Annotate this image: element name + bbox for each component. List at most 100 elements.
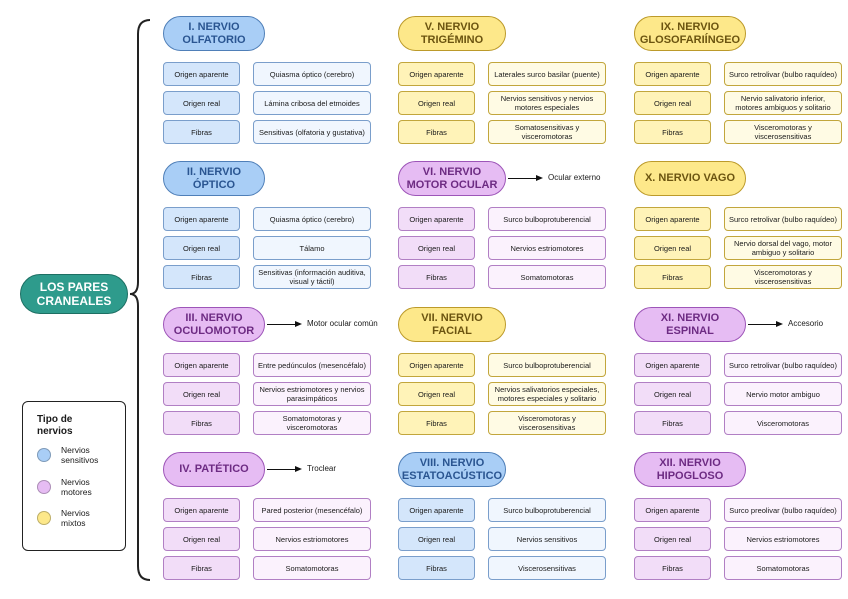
arrow-right-icon — [295, 466, 302, 472]
origen-real-label: Origen real — [163, 527, 240, 551]
fibras-label: Fibras — [163, 556, 240, 580]
fibras-value: Visceromotoras — [724, 411, 842, 435]
origen-aparente-value: Surco retrolivar (bulbo raquídeo) — [724, 207, 842, 231]
nerve-title: VIII. NERVIO ESTATOACÚSTICO — [398, 452, 506, 487]
origen-real-label: Origen real — [398, 527, 475, 551]
nerve-title: VII. NERVIO FACIAL — [398, 307, 506, 342]
origen-aparente-label: Origen aparente — [398, 207, 475, 231]
origen-real-label: Origen real — [634, 91, 711, 115]
origen-real-label: Origen real — [398, 236, 475, 260]
origen-real-label: Origen real — [398, 382, 475, 406]
origen-aparente-value: Quiasma óptico (cerebro) — [253, 207, 371, 231]
origen-real-label: Origen real — [634, 236, 711, 260]
origen-aparente-value: Laterales surco basilar (puente) — [488, 62, 606, 86]
origen-real-label: Origen real — [163, 91, 240, 115]
nerve-title: IV. PATÉTICO — [163, 452, 265, 487]
origen-aparente-value: Surco retrolivar (bulbo raquídeo) — [724, 62, 842, 86]
origen-aparente-label: Origen aparente — [163, 353, 240, 377]
nerve-alt-name: Motor ocular común — [307, 319, 378, 328]
origen-aparente-value: Quiasma óptico (cerebro) — [253, 62, 371, 86]
fibras-value: Viscerosensitivas — [488, 556, 606, 580]
origen-real-label: Origen real — [634, 527, 711, 551]
legend-item: Nervios mixtos — [37, 508, 123, 534]
nerve-title: V. NERVIO TRIGÉMINO — [398, 16, 506, 51]
legend-label: Nervios sensitivos — [61, 445, 99, 465]
fibras-value: Somatomotoras — [488, 265, 606, 289]
nerve-title: X. NERVIO VAGO — [634, 161, 746, 196]
fibras-label: Fibras — [398, 120, 475, 144]
origen-real-value: Nervios sensitivos — [488, 527, 606, 551]
origen-real-value: Nervios salivatorios especiales, motores… — [488, 382, 606, 406]
origen-aparente-label: Origen aparente — [634, 207, 711, 231]
nerve-alt-name: Accesorio — [788, 319, 824, 328]
fibras-value: Somatosensitivas y visceromotoras — [488, 120, 606, 144]
legend-item: Nervios sensitivos — [37, 445, 123, 471]
nerve-title: XI. NERVIO ESPINAL — [634, 307, 746, 342]
legend-label: Nervios mixtos — [61, 508, 90, 528]
fibras-value: Somatomotoras y visceromotoras — [253, 411, 371, 435]
origen-real-label: Origen real — [163, 382, 240, 406]
origen-real-value: Nervios estriomotores — [253, 527, 371, 551]
origen-real-value: Lámina cribosa del etmoides — [253, 91, 371, 115]
origen-real-value: Nervios estriomotores y nervios parasimp… — [253, 382, 371, 406]
origen-real-label: Origen real — [163, 236, 240, 260]
nerve-title: IX. NERVIO GLOSOFARIÍNGEO — [634, 16, 746, 51]
origen-real-value: Nervios sensitivos y nervios motores esp… — [488, 91, 606, 115]
fibras-label: Fibras — [634, 265, 711, 289]
origen-aparente-label: Origen aparente — [634, 62, 711, 86]
arrow-connector — [267, 469, 295, 471]
fibras-value: Sensitivas (olfatoria y gustativa) — [253, 120, 371, 144]
origen-aparente-value: Surco retrolivar (bulbo raquídeo) — [724, 353, 842, 377]
origen-aparente-label: Origen aparente — [163, 498, 240, 522]
nerve-title: II. NERVIO ÓPTICO — [163, 161, 265, 196]
nerve-title: I. NERVIO OLFATORIO — [163, 16, 265, 51]
origen-real-label: Origen real — [398, 91, 475, 115]
origen-real-value: Nervios estriomotores — [724, 527, 842, 551]
fibras-label: Fibras — [634, 120, 711, 144]
origen-real-value: Nervio motor ambiguo — [724, 382, 842, 406]
fibras-value: Somatomotoras — [724, 556, 842, 580]
arrow-connector — [748, 324, 776, 326]
origen-aparente-value: Surco bulboprotuberencial — [488, 207, 606, 231]
root-title: LOS PARES CRANEALES — [20, 274, 128, 314]
origen-aparente-value: Surco bulboprotuberencial — [488, 353, 606, 377]
origen-aparente-value: Surco preolivar (bulbo raquídeo) — [724, 498, 842, 522]
arrow-right-icon — [776, 321, 783, 327]
origen-aparente-label: Origen aparente — [398, 498, 475, 522]
fibras-value: Visceromotoras y viscerosensitivas — [488, 411, 606, 435]
fibras-label: Fibras — [634, 411, 711, 435]
origen-aparente-value: Entre pedúnculos (mesencéfalo) — [253, 353, 371, 377]
origen-real-value: Nervio salivatorio inferior, motores amb… — [724, 91, 842, 115]
origen-real-value: Tálamo — [253, 236, 371, 260]
legend-color-dot — [37, 448, 51, 462]
fibras-label: Fibras — [398, 411, 475, 435]
nerve-title: XII. NERVIO HIPOGLOSO — [634, 452, 746, 487]
fibras-value: Visceromotoras y viscerosensitivas — [724, 265, 842, 289]
origen-real-value: Nervios estriomotores — [488, 236, 606, 260]
legend-color-dot — [37, 480, 51, 494]
fibras-label: Fibras — [398, 556, 475, 580]
arrow-right-icon — [536, 175, 543, 181]
origen-aparente-label: Origen aparente — [163, 207, 240, 231]
arrow-right-icon — [295, 321, 302, 327]
fibras-label: Fibras — [163, 411, 240, 435]
fibras-label: Fibras — [163, 120, 240, 144]
origen-aparente-label: Origen aparente — [634, 353, 711, 377]
nerve-alt-name: Ocular externo — [548, 173, 601, 182]
origen-real-label: Origen real — [634, 382, 711, 406]
origen-aparente-label: Origen aparente — [398, 353, 475, 377]
legend-title: Tipo de nervios — [37, 414, 73, 437]
legend-label: Nervios motores — [61, 477, 92, 497]
origen-aparente-value: Pared posterior (mesencéfalo) — [253, 498, 371, 522]
origen-aparente-label: Origen aparente — [398, 62, 475, 86]
origen-aparente-value: Surco bulboprotuberencial — [488, 498, 606, 522]
fibras-label: Fibras — [163, 265, 240, 289]
fibras-value: Somatomotoras — [253, 556, 371, 580]
nerve-title: III. NERVIO OCULOMOTOR — [163, 307, 265, 342]
origen-aparente-label: Origen aparente — [634, 498, 711, 522]
fibras-value: Sensitivas (información auditiva, visual… — [253, 265, 371, 289]
legend-item: Nervios motores — [37, 477, 123, 503]
